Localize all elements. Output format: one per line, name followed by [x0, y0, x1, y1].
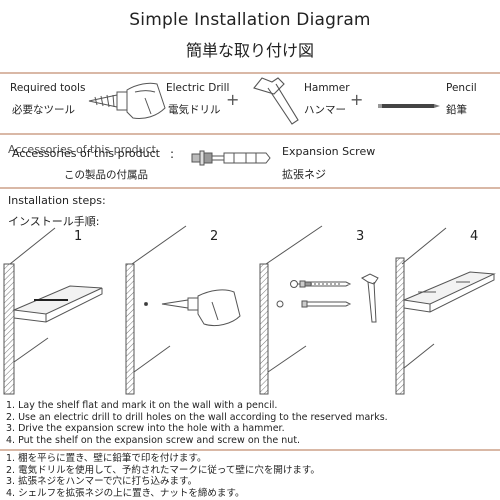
instruction-line-jp: 3. 拡張ネジをハンマーで穴に打ち込みます。	[6, 476, 198, 488]
step-3-illustration	[259, 225, 379, 395]
expansion-screw-icon	[190, 148, 272, 168]
instruction-line: 1. Lay the shelf flat and mark it on the…	[6, 400, 278, 411]
instruction-line-jp: 4. シェルフを拡張ネジの上に置き、ナットを締めます。	[6, 487, 245, 499]
hammer-icon	[248, 72, 304, 130]
accessories-label-jp: この製品の付属品	[64, 169, 148, 181]
diagram-title-jp: 簡単な取り付け図	[185, 41, 314, 60]
step-number: 2	[210, 229, 219, 244]
step-1-illustration	[3, 227, 103, 395]
instruction-line: 4. Put the shelf on the expansion screw …	[6, 434, 301, 446]
accessories-label: Accessories of this product	[12, 147, 160, 160]
drill-label: Electric Drill	[166, 82, 230, 94]
drill-icon	[85, 78, 170, 123]
divider-bottom	[0, 449, 500, 451]
expansion-screw-label-jp: 拡張ネジ	[282, 168, 326, 181]
accessories-colon: :	[170, 147, 175, 161]
drill-label-jp: 電気ドリル	[168, 104, 221, 116]
instruction-line: 3. Drive the expansion screw into the ho…	[6, 423, 285, 435]
installation-steps-label-jp: インストール手順:	[8, 215, 100, 228]
step-4-illustration	[395, 227, 496, 395]
pencil-label-jp: 鉛筆	[446, 104, 467, 116]
plus-sign: +	[350, 90, 364, 109]
step-2-illustration	[125, 225, 241, 395]
instruction-line-jp: 2. 電気ドリルを使用して、予約されたマークに従って壁に穴を開けます。	[6, 464, 320, 476]
step-number: 1	[74, 229, 83, 244]
diagram-title: Simple Installation Diagram	[129, 10, 371, 30]
pencil-icon	[378, 95, 440, 108]
step-number: 3	[356, 229, 365, 244]
expansion-screw-label: Expansion Screw	[282, 145, 376, 158]
instruction-line-jp: 1. 棚を平らに置き、壁に鉛筆で印を付けます。	[6, 453, 207, 464]
required-tools-label-jp: 必要なツール	[12, 104, 75, 116]
instruction-line: 2. Use an electric drill to drill holes …	[6, 411, 388, 423]
accessories-label-shadow: Accessories of this product	[8, 143, 156, 156]
instructions-block-jp: 1. 棚を平らに置き、壁に鉛筆で印を付けます。 2. 電気ドリルを使用して、予約…	[6, 453, 320, 499]
step-number: 4	[470, 229, 479, 244]
plus-sign: +	[226, 90, 240, 109]
installation-illustrations	[3, 225, 496, 395]
required-tools-label: Required tools	[10, 82, 86, 94]
installation-steps-label: Installation steps:	[8, 194, 106, 207]
divider-mid	[0, 133, 500, 135]
divider-lower	[0, 187, 500, 189]
divider-top	[0, 72, 500, 74]
pencil-label: Pencil	[446, 82, 477, 94]
hammer-label-jp: ハンマー	[304, 104, 346, 116]
hammer-label: Hammer	[304, 82, 350, 94]
instructions-block: 1. Lay the shelf flat and mark it on the…	[6, 400, 388, 446]
